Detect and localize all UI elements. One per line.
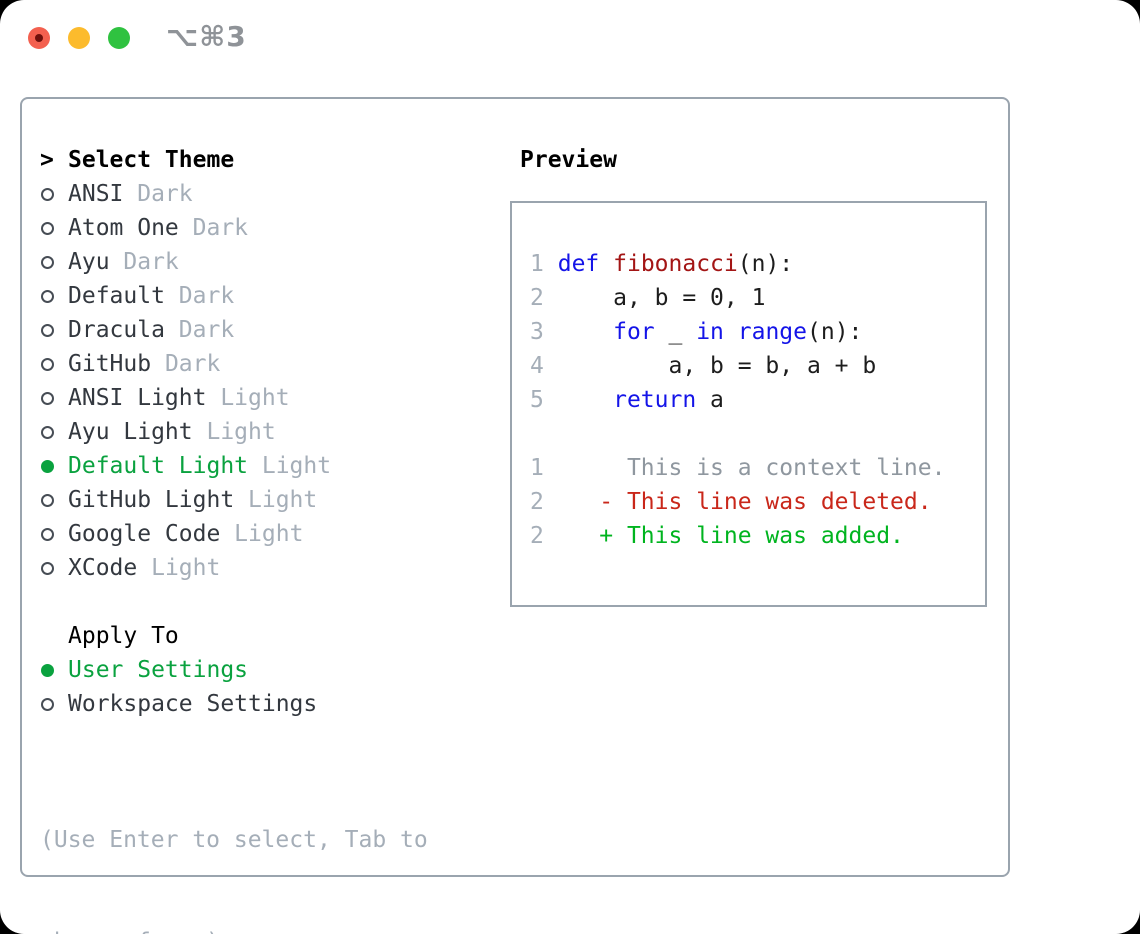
theme-name: GitHub Light <box>68 487 235 513</box>
theme-name: Ayu <box>68 249 110 275</box>
theme-name: Dracula <box>68 317 165 343</box>
theme-option-google-code[interactable]: Google Code Light <box>40 517 428 551</box>
radio-empty-icon <box>41 527 54 541</box>
theme-name: Ayu Light <box>68 419 193 445</box>
theme-option-ansi[interactable]: ANSI Dark <box>40 177 428 211</box>
theme-variant: Light <box>220 521 304 547</box>
theme-variant: Dark <box>164 317 235 343</box>
line-number: 1 <box>530 251 544 277</box>
radio-empty-icon <box>41 493 54 507</box>
apply-to-header-row: Apply To <box>40 619 428 653</box>
apply-option-user-settings[interactable]: User Settings <box>40 653 428 687</box>
radio-empty-icon <box>41 561 54 575</box>
hint-line-1: (Use Enter to select, Tab to <box>40 827 428 853</box>
code-line: 5 return a <box>530 387 724 413</box>
radio-empty-icon <box>41 221 54 235</box>
focus-caret-icon: > <box>40 147 54 173</box>
minimize-button[interactable] <box>68 27 90 49</box>
theme-variant: Light <box>137 555 221 581</box>
theme-variant: Dark <box>151 351 221 377</box>
diff-line: 2 - This line was deleted. <box>530 489 932 515</box>
theme-variant: Light <box>234 487 318 513</box>
line-number: 2 <box>530 285 544 311</box>
window-title: ⌥⌘3 <box>166 20 247 53</box>
radio-empty-icon <box>41 323 54 337</box>
code-line: 1 def fibonacci(n): <box>530 251 794 277</box>
line-number: 2 <box>530 523 544 549</box>
close-dot-icon <box>35 34 43 42</box>
preview-blank-line <box>530 417 985 451</box>
theme-option-github-light[interactable]: GitHub Light Light <box>40 483 428 517</box>
theme-option-ayu[interactable]: Ayu Dark <box>40 245 428 279</box>
radio-empty-icon <box>41 289 54 303</box>
theme-option-xcode[interactable]: XCode Light <box>40 551 428 585</box>
radio-filled-icon <box>41 459 54 473</box>
apply-option-workspace-settings[interactable]: Workspace Settings <box>40 687 428 721</box>
theme-variant: Dark <box>164 283 235 309</box>
theme-variant: Light <box>206 385 290 411</box>
close-button[interactable] <box>28 27 50 49</box>
apply-to-title: Apply To <box>68 623 179 649</box>
theme-name: Google Code <box>68 521 221 547</box>
theme-name: ANSI Light <box>68 385 207 411</box>
theme-variant: Dark <box>109 249 179 275</box>
theme-option-ayu-light[interactable]: Ayu Light Light <box>40 415 428 449</box>
theme-name: Atom One <box>68 215 179 241</box>
theme-name: XCode <box>68 555 138 581</box>
line-number: 3 <box>530 319 544 345</box>
select-theme-header: > Select Theme <box>40 143 428 177</box>
theme-option-ansi-light[interactable]: ANSI Light Light <box>40 381 428 415</box>
line-number: 1 <box>530 455 544 481</box>
preview-title: Preview <box>520 147 617 173</box>
radio-empty-icon <box>41 255 54 269</box>
radio-empty-icon <box>41 391 54 405</box>
code-line: 3 for _ in range(n): <box>530 319 863 345</box>
radio-empty-icon <box>41 187 54 201</box>
diff-line: 2 + This line was added. <box>530 523 904 549</box>
theme-variant: Dark <box>178 215 249 241</box>
theme-variant: Light <box>248 453 332 479</box>
radio-filled-icon <box>41 663 54 677</box>
code-preview-block: 1 def fibonacci(n): 2 a, b = 0, 1 3 for _ … <box>530 247 985 417</box>
theme-name: Default <box>68 283 165 309</box>
line-number: 5 <box>530 387 544 413</box>
theme-name: ANSI <box>68 181 124 207</box>
theme-option-default-light[interactable]: Default Light Light <box>40 449 428 483</box>
diff-line: 1 This is a context line. <box>530 455 946 481</box>
preview-box: 1 def fibonacci(n): 2 a, b = 0, 1 3 for _ … <box>510 201 987 607</box>
select-theme-title: Select Theme <box>68 147 235 173</box>
zoom-button[interactable] <box>108 27 130 49</box>
theme-variant: Dark <box>123 181 193 207</box>
line-number: 4 <box>530 353 544 379</box>
radio-empty-icon <box>41 357 54 371</box>
code-line: 2 a, b = 0, 1 <box>530 285 766 311</box>
theme-option-default[interactable]: Default Dark <box>40 279 428 313</box>
theme-option-github[interactable]: GitHub Dark <box>40 347 428 381</box>
theme-name: GitHub <box>68 351 152 377</box>
radio-empty-icon <box>41 697 54 711</box>
line-number: 2 <box>530 489 544 515</box>
theme-option-atom-one[interactable]: Atom One Dark <box>40 211 428 245</box>
keyboard-hint: (Use Enter to select, Tab to change focu… <box>40 755 428 934</box>
diff-preview-block: 1 This is a context line. 2 - This line w… <box>530 451 985 553</box>
theme-variant: Light <box>192 419 276 445</box>
theme-option-dracula[interactable]: Dracula Dark <box>40 313 428 347</box>
radio-empty-icon <box>41 425 54 439</box>
hint-line-2: change focus) <box>40 925 428 934</box>
theme-name: Default Light <box>68 453 249 479</box>
code-line: 4 a, b = b, a + b <box>530 353 877 379</box>
apply-option-label: User Settings <box>68 657 249 683</box>
apply-option-label: Workspace Settings <box>68 691 318 717</box>
